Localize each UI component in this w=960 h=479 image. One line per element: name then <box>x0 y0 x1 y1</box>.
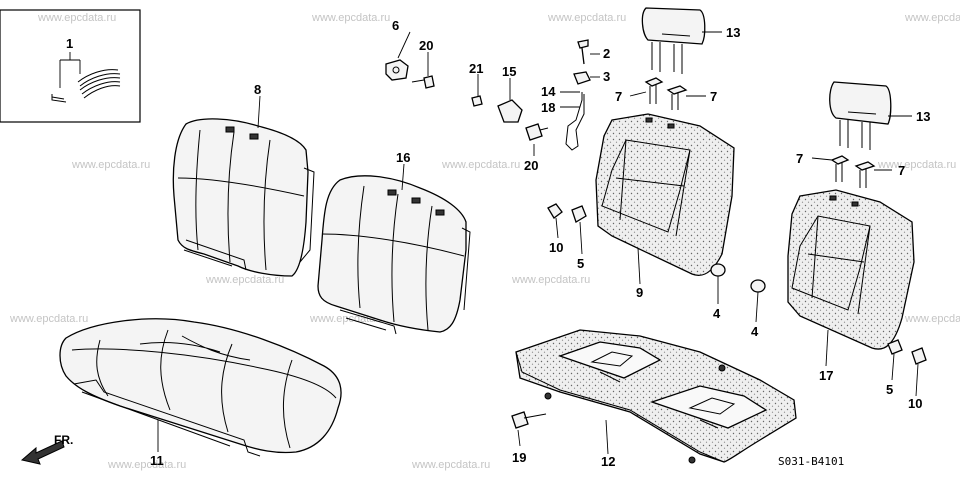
watermark: www.epcdata.ru <box>311 12 390 24</box>
callout-3: 3 <box>603 69 610 84</box>
callouts: 1 6 20 21 15 2 3 14 18 20 13 7 7 13 7 7 … <box>66 18 930 469</box>
callout-5: 5 <box>886 382 893 397</box>
callout-14: 14 <box>541 84 556 99</box>
headrest-center <box>641 7 706 74</box>
hardware <box>385 39 927 429</box>
callout-10: 10 <box>908 396 922 411</box>
rear-seat-back-center <box>317 175 471 335</box>
headrest-right <box>829 81 892 150</box>
nut-10b-icon <box>911 347 927 365</box>
watermark: www.epcdata.ru <box>9 313 88 325</box>
callout-4: 4 <box>751 324 759 339</box>
callout-12: 12 <box>601 454 615 469</box>
callout-10: 10 <box>549 240 563 255</box>
callout-8: 8 <box>254 82 261 97</box>
watermark: www.epcdata.ru <box>411 459 490 471</box>
nut-10-icon <box>547 203 563 219</box>
rear-seat-cushion <box>59 318 342 457</box>
bolt-21-icon <box>471 95 483 107</box>
nut-3-icon <box>573 71 591 85</box>
callout-15: 15 <box>502 64 516 79</box>
rear-seat-back-left <box>172 118 315 277</box>
callout-5: 5 <box>577 256 584 271</box>
clip-5-icon <box>571 205 587 223</box>
callout-11: 11 <box>150 453 164 468</box>
bolt-2-icon <box>577 39 589 65</box>
callout-1: 1 <box>66 36 73 51</box>
watermark: www.epcdata.ru <box>877 159 956 171</box>
bracket-15-icon <box>497 99 523 123</box>
watermark: www.epcdata.ru <box>904 313 960 325</box>
spring-icon <box>77 69 121 99</box>
bracket-6-icon <box>385 59 409 81</box>
callout-16: 16 <box>396 150 410 165</box>
callout-17: 17 <box>819 368 833 383</box>
watermark: www.epcdata.ru <box>107 459 186 471</box>
callout-7: 7 <box>898 163 905 178</box>
callout-7: 7 <box>710 89 717 104</box>
watermark: www.epcdata.ru <box>904 12 960 24</box>
watermark: www.epcdata.ru <box>441 159 520 171</box>
bolt-20-icon <box>423 75 435 89</box>
front-arrow: FR. <box>20 433 73 465</box>
clip-icon <box>51 94 67 103</box>
callout-13: 13 <box>726 25 740 40</box>
diagram-code: S031-B4101 <box>778 455 844 468</box>
front-arrow-icon <box>20 440 65 465</box>
grommet-4-icon <box>710 263 726 277</box>
inset-box <box>0 9 141 123</box>
leader-lines <box>157 31 919 455</box>
grommet-4b-icon <box>750 279 766 293</box>
callout-6: 6 <box>392 18 399 33</box>
bolt-19-icon <box>511 411 529 429</box>
watermark: www.epcdata.ru <box>205 274 284 286</box>
callout-21: 21 <box>469 61 483 76</box>
bracket-14-icon <box>565 92 585 151</box>
watermark: www.epcdata.ru <box>547 12 626 24</box>
rear-seat-cushion-foam <box>515 329 797 464</box>
callout-2: 2 <box>603 46 610 61</box>
callout-4: 4 <box>713 306 721 321</box>
headrest-guides <box>644 77 876 188</box>
watermark: www.epcdata.ru <box>37 12 116 24</box>
callout-20: 20 <box>419 38 433 53</box>
clip-5b-icon <box>887 339 903 355</box>
callout-20: 20 <box>524 158 538 173</box>
callout-7: 7 <box>615 89 622 104</box>
watermark: www.epcdata.ru <box>511 274 590 286</box>
callout-13: 13 <box>916 109 930 124</box>
callout-9: 9 <box>636 285 643 300</box>
front-label: FR. <box>54 433 73 447</box>
seat-back-foam-center <box>595 113 735 277</box>
callout-18: 18 <box>541 100 555 115</box>
callout-7: 7 <box>796 151 803 166</box>
seat-back-foam-right <box>787 189 915 350</box>
bolt-20b-icon <box>525 123 543 141</box>
watermark: www.epcdata.ru <box>71 159 150 171</box>
callout-19: 19 <box>512 450 526 465</box>
